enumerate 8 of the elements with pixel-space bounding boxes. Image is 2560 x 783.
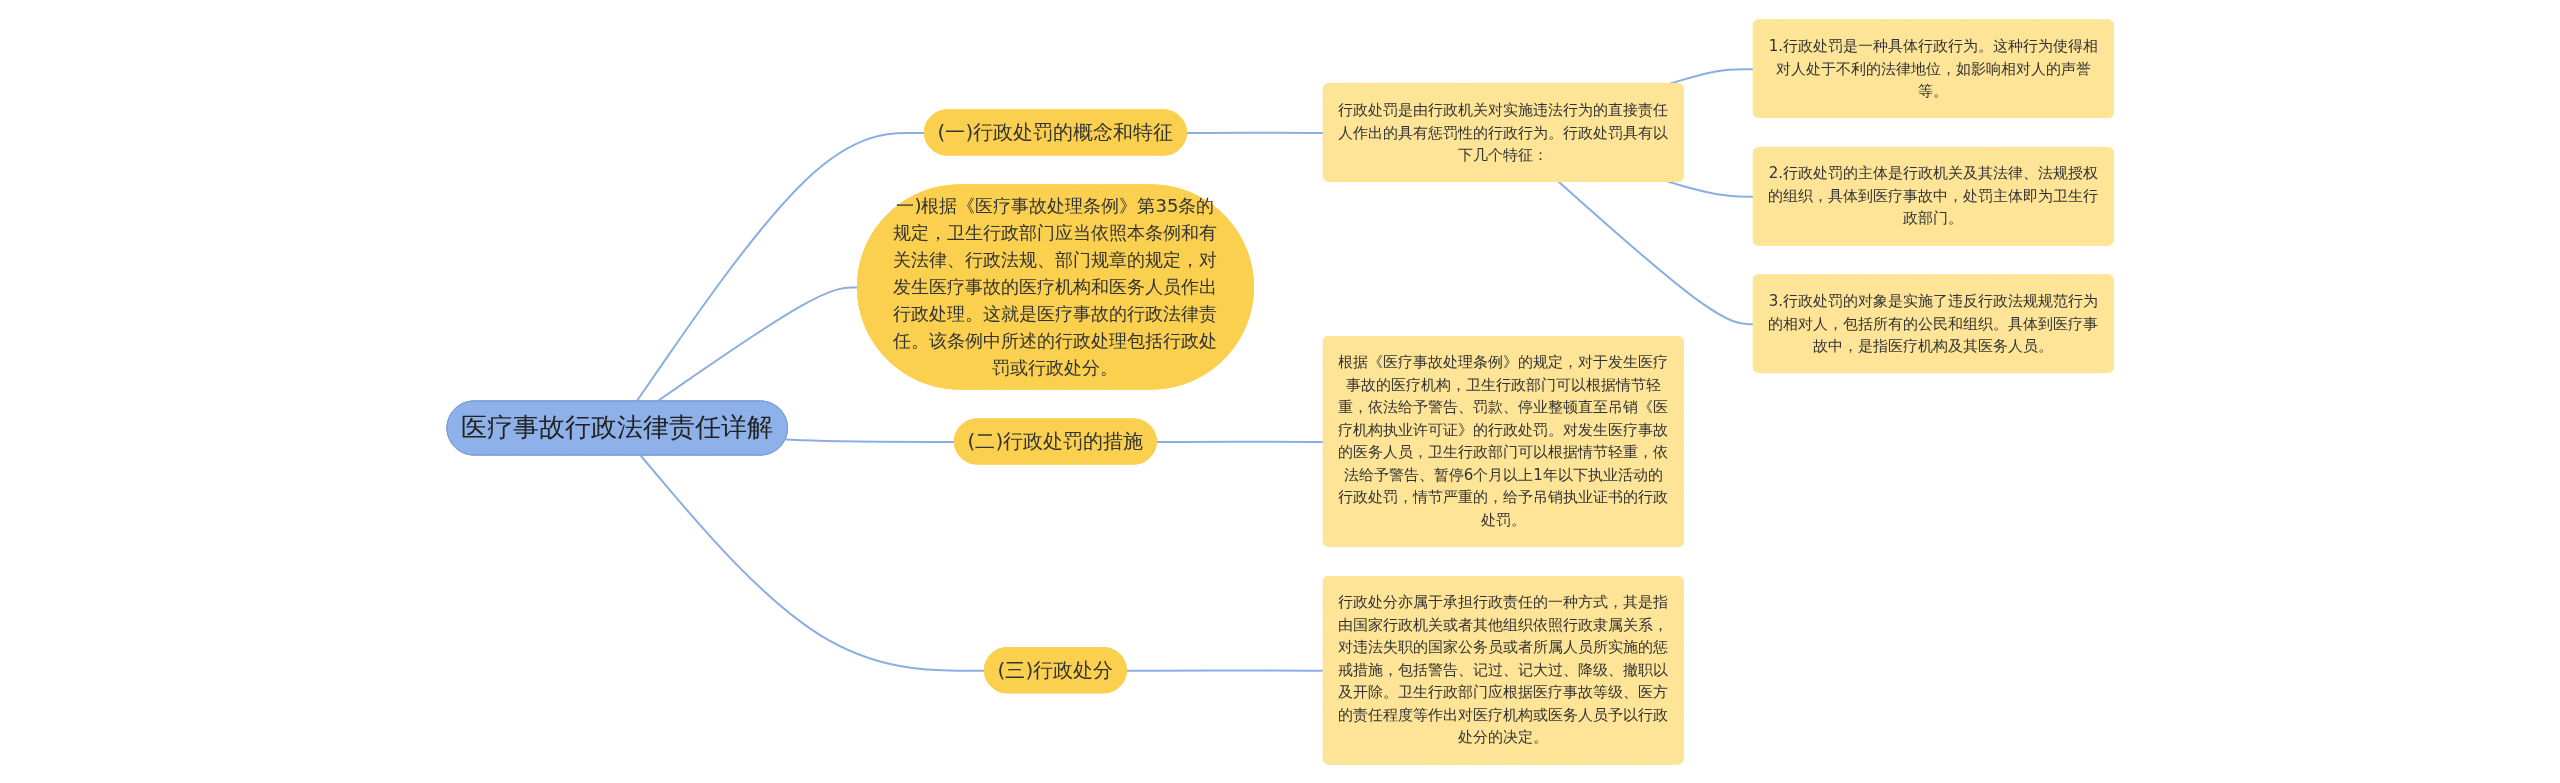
connector (1185, 131, 1325, 134)
connector (784, 438, 956, 443)
connector (1557, 180, 1755, 325)
connector (1155, 440, 1325, 443)
connector (639, 454, 986, 672)
connector (635, 131, 926, 402)
connector (1667, 180, 1755, 198)
connector (1125, 668, 1325, 672)
